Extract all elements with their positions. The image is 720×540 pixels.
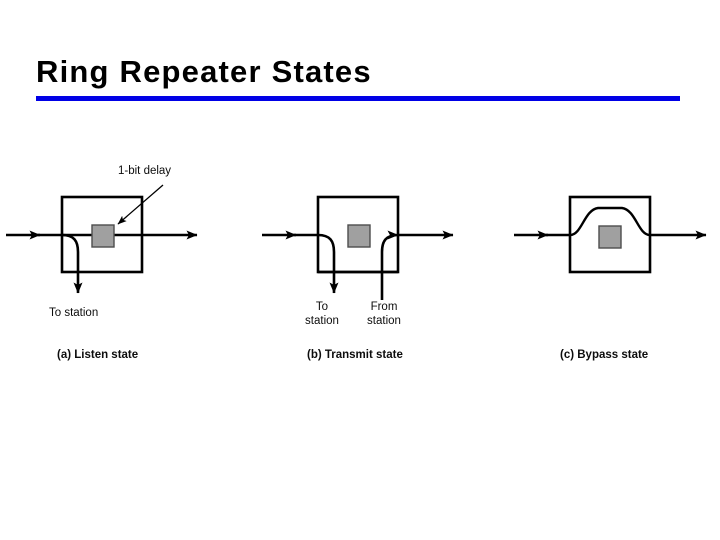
caption-bypass-state: (c) Bypass state [560, 349, 648, 361]
one-bit-delay-element-bypass [598, 225, 622, 249]
page-title: Ring Repeater States [36, 54, 372, 89]
diagram-listen-state: 1-bit delay To station (a) Listen state [6, 165, 198, 361]
to-station-label-listen: To station [49, 307, 98, 319]
to-station-label-line1-transmit: To [316, 301, 328, 313]
diagram-bypass-state: (c) Bypass state [514, 195, 707, 361]
title-block: Ring Repeater States [36, 52, 684, 92]
one-bit-delay-element-listen [91, 224, 115, 248]
tap-from-station-transmit [380, 230, 399, 300]
tap-to-station-listen [61, 233, 83, 294]
caption-listen-state: (a) Listen state [57, 349, 138, 361]
tap-to-station-transmit [317, 233, 339, 294]
one-bit-delay-leader-line [117, 184, 164, 225]
one-bit-delay-element-transmit [347, 224, 371, 248]
bypass-curve [569, 206, 651, 237]
ring-repeater-figure: 1-bit delay To station (a) Listen state [0, 140, 720, 380]
one-bit-delay-label: 1-bit delay [118, 165, 171, 177]
diagram-transmit-state: To station From station (b) Transmit sta… [262, 195, 454, 361]
to-station-label-line2-transmit: station [305, 315, 339, 327]
figure-svg: 1-bit delay To station (a) Listen state [6, 165, 707, 361]
from-station-label-line1-transmit: From [371, 301, 398, 313]
title-underline-bar [36, 96, 680, 101]
from-station-label-line2-transmit: station [367, 315, 401, 327]
caption-transmit-state: (b) Transmit state [307, 349, 403, 361]
